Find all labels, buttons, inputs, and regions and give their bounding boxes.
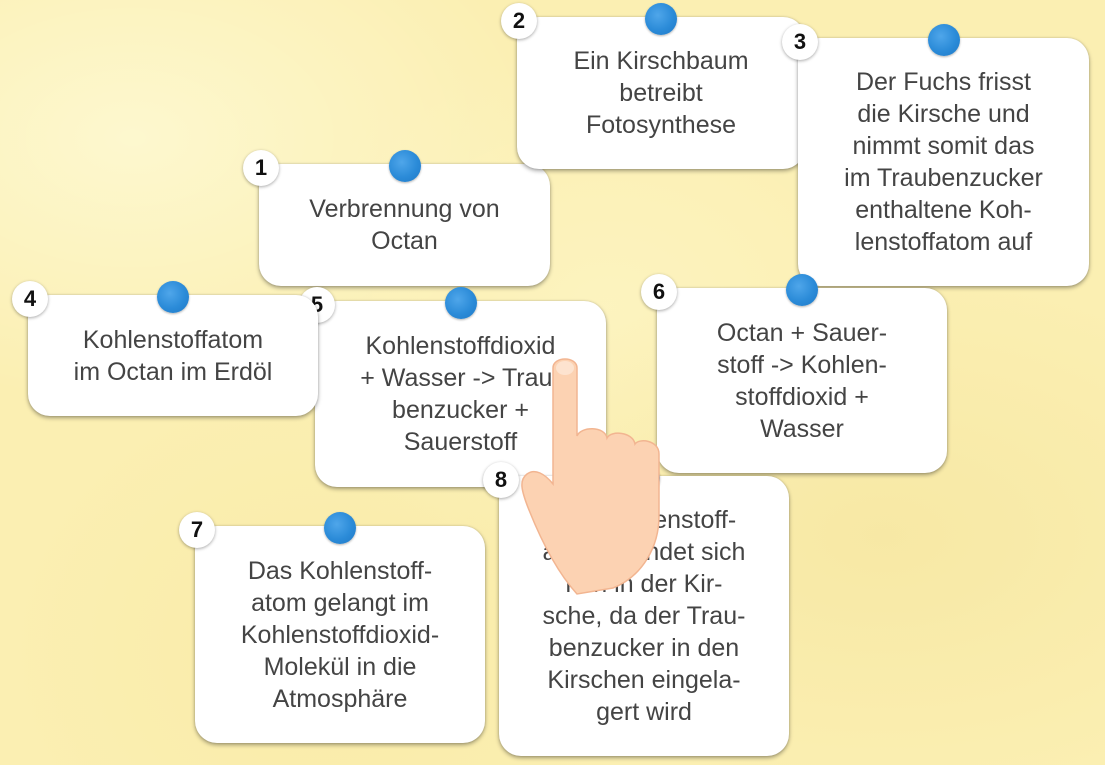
card-7[interactable]: 7 Das Kohlenstoff- atom gelangt im Kohle… (179, 512, 485, 743)
card-text: Kohlenstoffdioxid + Wasser -> Trau- benz… (360, 332, 561, 456)
card-1[interactable]: 1 Verbrennung von Octan (243, 150, 550, 286)
card-text: Ein Kirschbaum betreibt Fotosynthese (573, 47, 749, 139)
pushpin-icon (324, 512, 356, 544)
card-2[interactable]: 2 Ein Kirschbaum betreibt Fotosynthese (501, 3, 805, 169)
pointing-hand-icon (521, 358, 660, 595)
pushpin-icon (927, 24, 960, 56)
card-number-badge: 1 (243, 150, 279, 186)
pushpin-icon (388, 150, 421, 182)
card-number-badge: 3 (782, 24, 818, 60)
card-number-badge: 6 (641, 274, 677, 310)
card-text: Das Kohlenstoff- atom gelangt im Kohlens… (240, 556, 440, 713)
card-text: Der Fuchs frisst die Kirsche und nimmt s… (844, 68, 1043, 256)
pushpin-icon (157, 281, 189, 313)
card-number-badge: 8 (483, 462, 519, 498)
card-number-badge: 4 (12, 281, 48, 317)
card-3[interactable]: 3 Der Fuchs frisst die Kirsche und nimmt… (782, 24, 1089, 286)
card-text: Octan + Sauer- stoff -> Kohlen- stoffdio… (716, 318, 888, 443)
card-text: Kohlenstoffatom im Octan im Erdöl (73, 325, 273, 386)
card-number-badge: 7 (179, 512, 215, 548)
pushpin-icon (444, 287, 477, 319)
card-4[interactable]: 4 Kohlenstoffatom im Octan im Erdöl (12, 281, 318, 416)
card-text: Verbrennung von Octan (309, 195, 500, 255)
pushpin-icon (645, 3, 677, 35)
card-number-badge: 2 (501, 3, 537, 39)
pushpin-icon (786, 274, 818, 306)
card-6[interactable]: 6 Octan + Sauer- stoff -> Kohlen- stoffd… (641, 274, 947, 473)
